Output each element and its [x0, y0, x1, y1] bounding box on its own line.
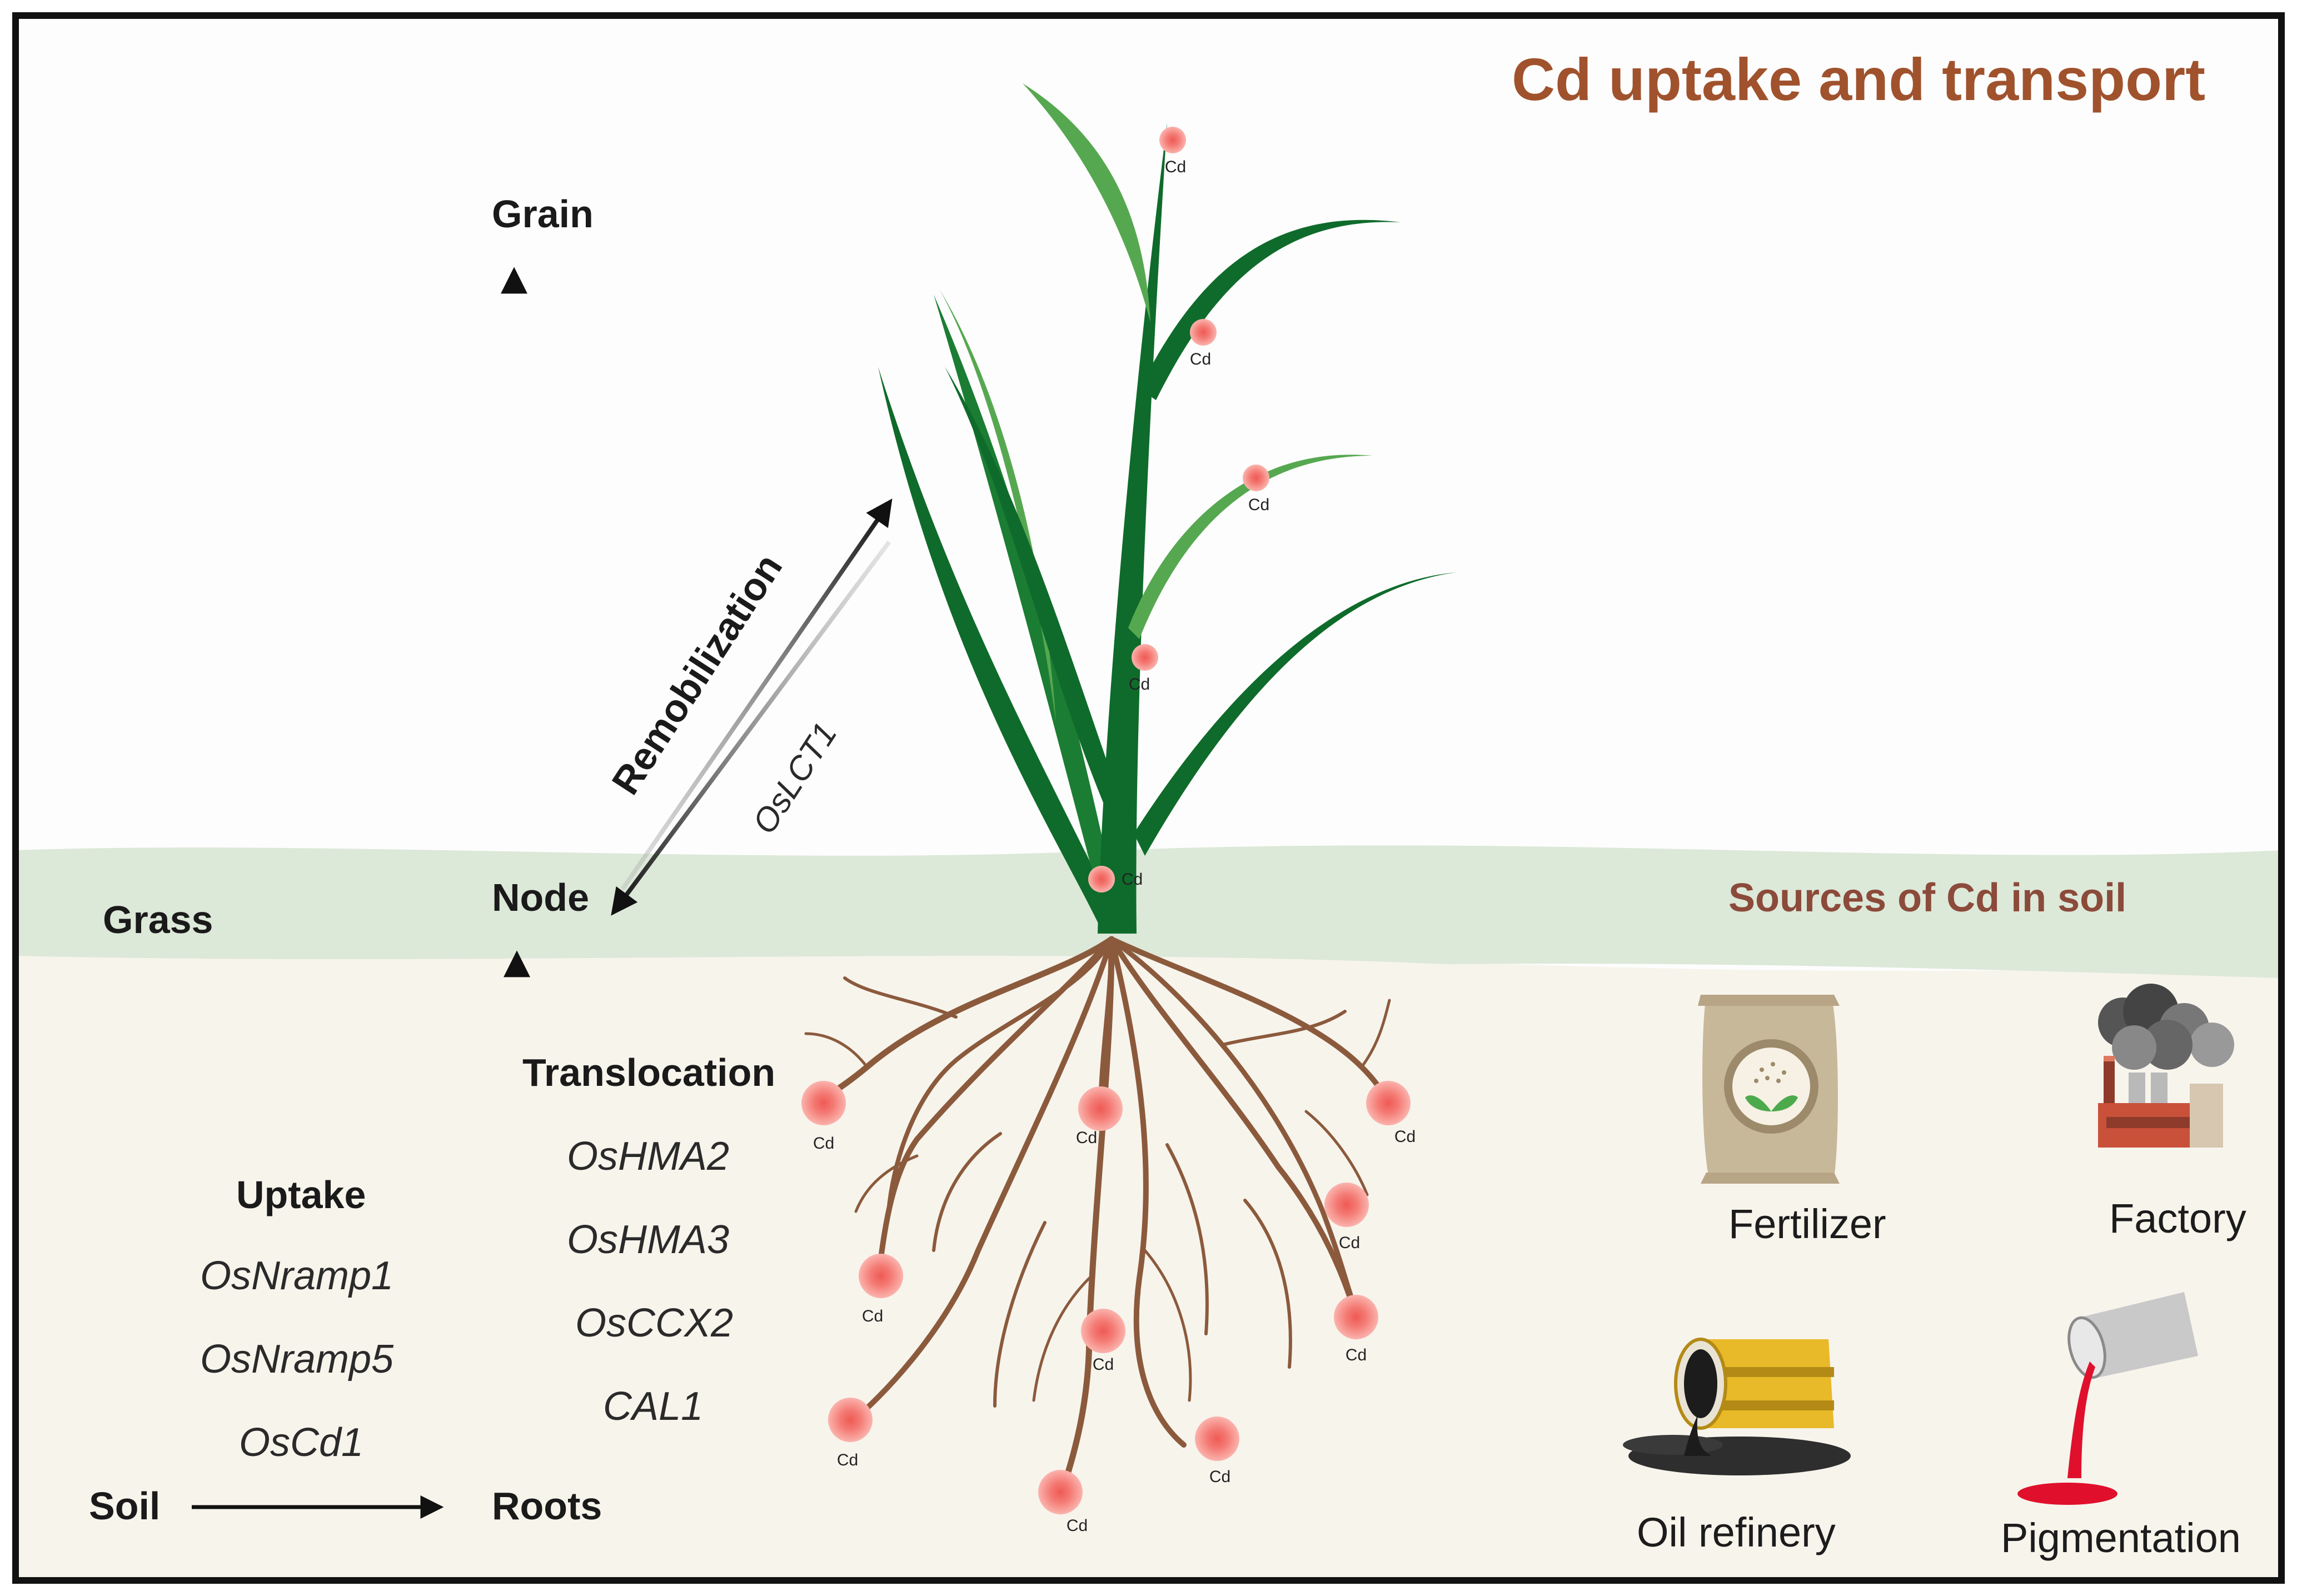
oil-barrel-spill-icon: [1623, 1338, 1851, 1475]
factory-icon: [2098, 984, 2234, 1148]
cd-particle-label: Cd: [1076, 1129, 1097, 1147]
cd-particle: Cd: [1190, 319, 1217, 368]
gene-osnramp5: OsNramp5: [200, 1337, 394, 1381]
cd-particle: Cd: [1334, 1295, 1378, 1364]
cd-particle-label: Cd: [1122, 870, 1143, 889]
sources-heading: Sources of Cd in soil: [1728, 876, 2127, 920]
node-label: Node: [492, 876, 589, 919]
cd-particle-label: Cd: [813, 1134, 834, 1153]
grass-label: Grass: [103, 898, 213, 941]
cd-particle-label: Cd: [1190, 350, 1211, 368]
grain-label: Grain: [492, 192, 594, 236]
source-fertilizer-label: Fertilizer: [1728, 1201, 1886, 1247]
cd-particle: Cd: [1038, 1470, 1088, 1535]
cd-particle-label: Cd: [1093, 1355, 1114, 1374]
cd-particle: Cd: [1081, 1309, 1125, 1374]
frame-border: [12, 12, 2285, 1584]
cd-particle-label: Cd: [1067, 1517, 1088, 1535]
gene-osnramp1: OsNramp1: [200, 1254, 394, 1298]
leaf: [1139, 220, 1401, 400]
gene-osccx2: OsCCX2: [575, 1301, 734, 1345]
cd-particle-label: Cd: [862, 1307, 883, 1325]
cd-particle: Cd: [1076, 1086, 1123, 1147]
gene-cal1: CAL1: [603, 1384, 704, 1429]
cd-particle-label: Cd: [1394, 1128, 1416, 1146]
cd-particle-label: Cd: [837, 1451, 858, 1469]
uptake-label: Uptake: [236, 1173, 366, 1216]
cd-particle-label: Cd: [1165, 158, 1186, 176]
cd-particle-label: Cd: [1129, 675, 1150, 694]
cd-particle-label: Cd: [1209, 1468, 1230, 1486]
translocation-label: Translocation: [522, 1051, 776, 1094]
cd-particle: Cd: [1324, 1183, 1369, 1252]
leaf: [1128, 455, 1373, 639]
cd-particle: Cd: [828, 1398, 873, 1469]
paint-can-pour-icon: [2017, 1292, 2198, 1505]
source-oil-refinery-label: Oil refinery: [1637, 1509, 1836, 1555]
diagram-title: Cd uptake and transport: [1512, 46, 2206, 113]
leaf: [1023, 83, 1150, 322]
cd-particle: Cd: [1129, 644, 1158, 694]
source-pigmentation-label: Pigmentation: [2001, 1515, 2241, 1561]
grass-band: [16, 845, 2281, 978]
remobilization-arrow-down: [611, 540, 891, 916]
stem: [1098, 122, 1167, 934]
fertilizer-bag-icon: [1698, 995, 1840, 1184]
cd-particle: Cd: [1088, 866, 1143, 892]
roots-label: Roots: [492, 1484, 602, 1528]
soil-label: Soil: [89, 1484, 161, 1528]
cd-particle-label: Cd: [1339, 1234, 1360, 1252]
gene-oscd1: OsCd1: [239, 1420, 364, 1465]
cd-particle: Cd: [801, 1081, 846, 1153]
cd-particle: Cd: [1159, 127, 1186, 176]
source-factory-label: Factory: [2109, 1195, 2246, 1241]
cd-particle: Cd: [1366, 1081, 1416, 1146]
cd-particle: Cd: [859, 1254, 903, 1325]
cd-particle: Cd: [1195, 1417, 1239, 1486]
cd-particle: Cd: [1243, 465, 1269, 514]
cd-particle-label: Cd: [1346, 1346, 1367, 1364]
gene-oshma2: OsHMA2: [567, 1134, 730, 1179]
leaf: [945, 367, 1123, 822]
remobilization-arrow-up: [620, 498, 893, 891]
leaf: [934, 295, 1117, 922]
gene-oshma3: OsHMA3: [567, 1218, 730, 1262]
cd-particle-label: Cd: [1248, 496, 1269, 514]
